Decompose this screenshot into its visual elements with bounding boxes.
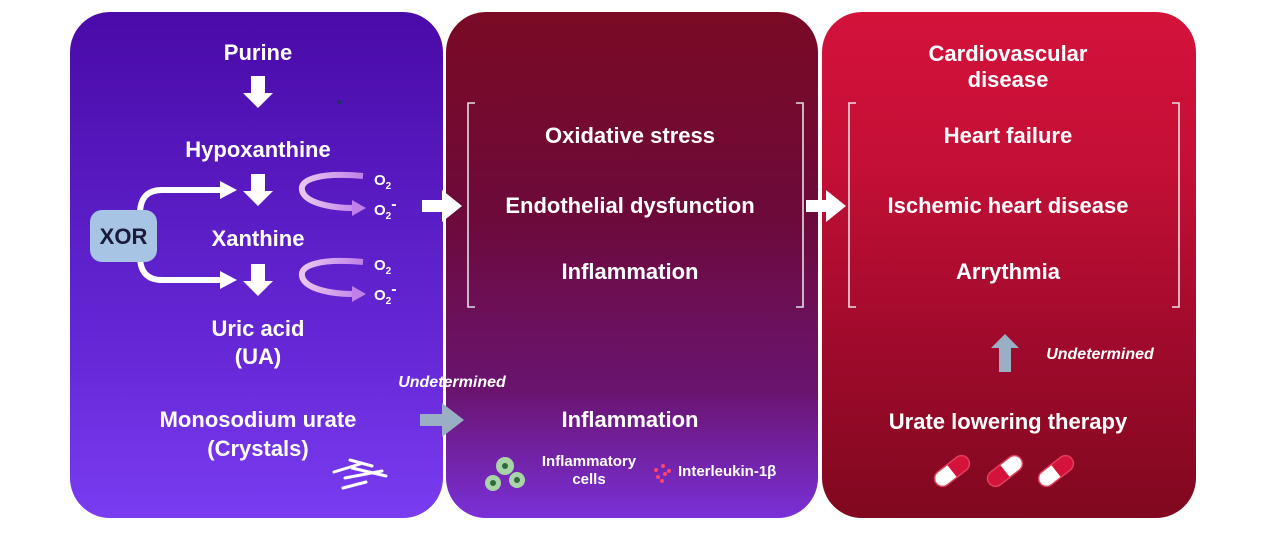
xor-box (90, 210, 157, 262)
urate-lowering-therapy-label: Urate lowering therapy (888, 409, 1128, 434)
endothelial-dysfunction-label: Endothelial dysfunction (505, 193, 755, 218)
interleukin-icon (654, 464, 671, 483)
heart-failure-label: Heart failure (943, 123, 1073, 148)
xor-label: XOR (99, 224, 148, 249)
xanthine-label: Xanthine (211, 226, 305, 251)
msu-crystals-label: (Crystals) (207, 436, 309, 461)
ischemic-heart-disease-label: Ischemic heart disease (887, 193, 1129, 218)
purine-label: Purine (223, 40, 293, 65)
o2-curve-arrow-upper (298, 172, 366, 216)
arrow-hypoxanthine-to-xanthine (243, 174, 273, 206)
right-brackets (848, 102, 1180, 308)
superoxide-label-lower: O2- (374, 281, 397, 307)
inflammation-label-lower: Inflammation (561, 407, 699, 432)
mechanism-panel (446, 12, 818, 518)
superoxide-label-upper: O2- (374, 196, 397, 222)
arrow-to-cardiovascular (806, 190, 846, 222)
uric-acid-label: Uric acid (211, 316, 305, 341)
crystals-icon (332, 458, 388, 490)
undetermined-label-therapy: Undetermined (1046, 346, 1154, 363)
msu-label: Monosodium urate (159, 407, 357, 432)
o2-label-lower: O2 (374, 257, 392, 277)
arrow-xanthine-to-uric-acid (243, 264, 273, 296)
undetermined-label-msu: Undetermined (398, 374, 506, 391)
oxidative-stress-label: Oxidative stress (545, 123, 715, 148)
arrow-to-mechanisms (422, 190, 462, 222)
arrythmia-label: Arrythmia (956, 259, 1060, 284)
o2-curve-arrow-lower (298, 258, 366, 302)
interleukin-label: Interleukin-1β (678, 463, 777, 480)
pill-icons (933, 454, 1075, 488)
arrow-purine-to-hypoxanthine (243, 76, 273, 108)
o2-label-upper: O2 (374, 172, 392, 192)
middle-brackets (467, 102, 804, 308)
arrow-therapy-to-disease (991, 334, 1019, 372)
inflammation-label-upper: Inflammation (561, 259, 699, 284)
cardiovascular-disease-panel (822, 12, 1196, 518)
arrow-msu-to-inflammation (420, 403, 464, 437)
ua-label: (UA) (234, 344, 282, 369)
inflammatory-cells-icon (485, 457, 525, 491)
hypoxanthine-label: Hypoxanthine (185, 137, 331, 162)
